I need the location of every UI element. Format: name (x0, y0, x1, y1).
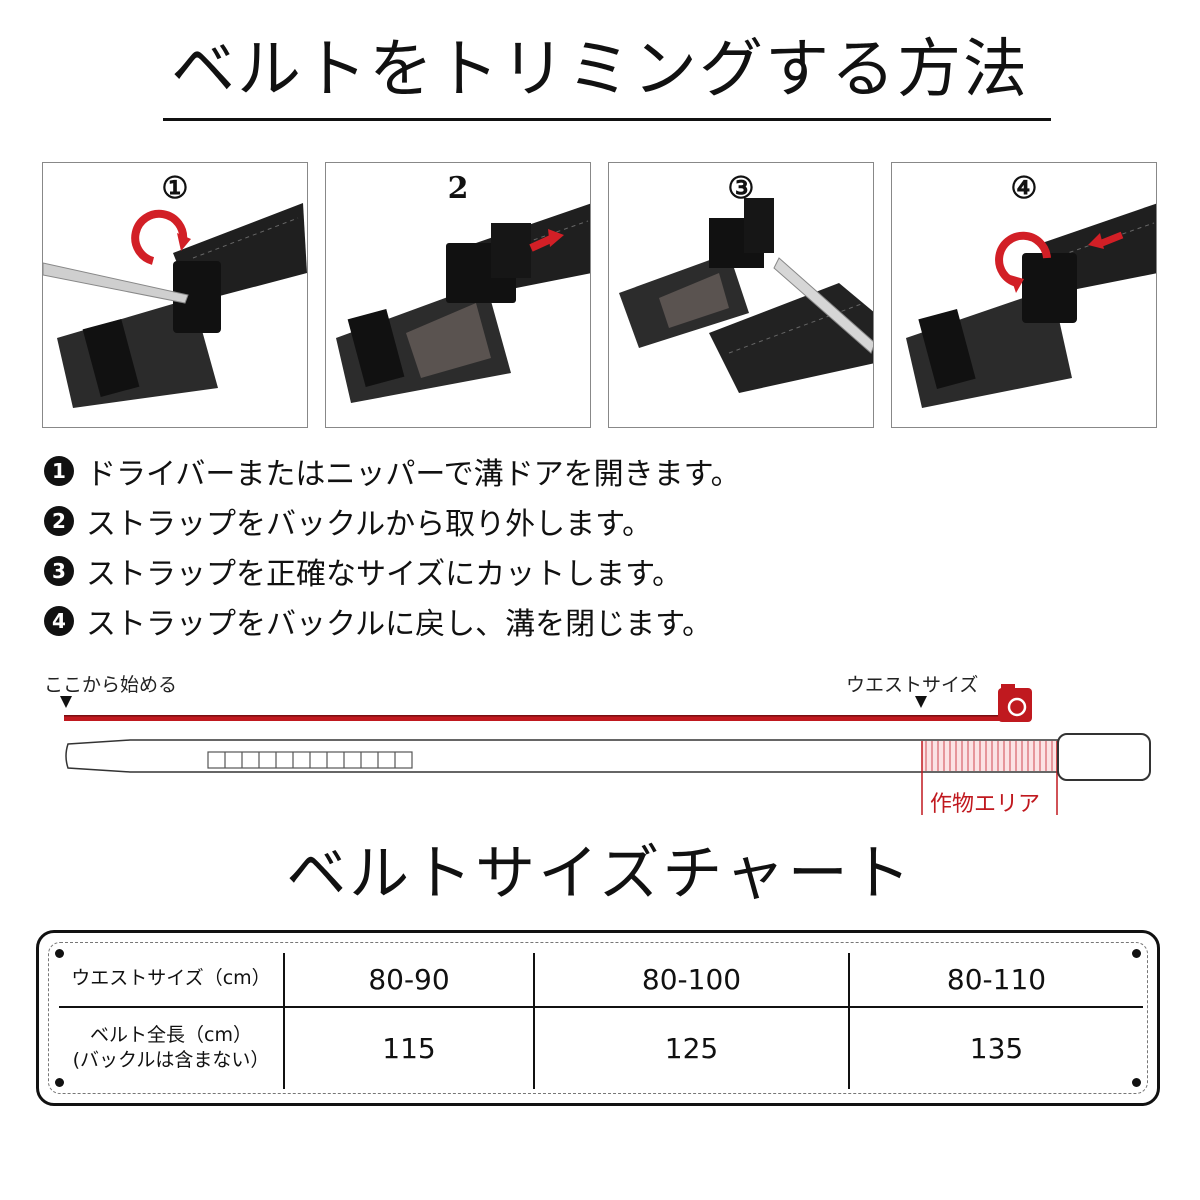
title-underline (163, 118, 1051, 121)
belt-measure-diagram (60, 684, 1151, 815)
page-title: ベルトをトリミングする方法 (171, 33, 1029, 107)
instruction-item: 3 ストラップを正確なサイズにカットします。 (44, 546, 741, 596)
instruction-text: ストラップをバックルに戻し、溝を閉じます。 (86, 607, 713, 642)
step-3-illustration (619, 198, 873, 393)
step-4-panel: ④ (891, 162, 1157, 428)
waist-size-header: ウエストサイズ（cm） (59, 953, 285, 1008)
step-badge: 4 (44, 606, 74, 636)
table-cell: 125 (534, 1006, 850, 1089)
waist-marker-icon (915, 696, 927, 708)
step-3-number: ③ (727, 171, 755, 206)
table-cell: 80-100 (534, 953, 850, 1008)
belt-ratchet-holes (207, 751, 413, 769)
tape-measure-case-icon (998, 688, 1032, 722)
table-row: ベルト全長（cm） (バックルは含まない） 115 125 135 (59, 1006, 1143, 1089)
table-cell: 80-110 (849, 953, 1143, 1008)
crop-area-hatch (922, 741, 1057, 771)
waist-size-label: ウエストサイズ (846, 674, 979, 696)
table-cell: 115 (284, 1006, 535, 1089)
table-cell: 135 (969, 1031, 1024, 1065)
instruction-text: ストラップをバックルから取り外します。 (86, 507, 653, 542)
card-stitching (48, 942, 1148, 1094)
size-chart-table: ウエストサイズ（cm） 80-90 80-100 80-110 ベルト全長（cm… (59, 953, 1143, 1089)
size-chart-title: ベルトサイズチャート (286, 839, 914, 909)
step-1-panel: ① (42, 162, 308, 428)
step-badge: 1 (44, 456, 74, 486)
step-3-panel: ③ (608, 162, 874, 428)
start-marker-icon (60, 696, 72, 708)
crop-area-label: 作物エリア (930, 792, 1041, 817)
instruction-text: ドライバーまたはニッパーで溝ドアを開きます。 (86, 457, 741, 492)
instruction-item: 2 ストラップをバックルから取り外します。 (44, 496, 741, 546)
buckle (1057, 733, 1151, 781)
start-label: ここから始める (44, 674, 178, 696)
step-2-illustration (336, 203, 590, 403)
step-4-number: ④ (1010, 171, 1038, 206)
instruction-list: 1 ドライバーまたはニッパーで溝ドアを開きます。 2 ストラップをバックルから取… (44, 446, 741, 646)
step-2-number: 2 (447, 171, 469, 206)
step-1-illustration (43, 203, 307, 408)
step-4-illustration (906, 203, 1156, 408)
table-row: ウエストサイズ（cm） 80-90 80-100 80-110 (59, 953, 1143, 1008)
table-cell: 80-90 (284, 953, 535, 1008)
step-1-number: ① (161, 171, 189, 206)
rivet-icon (1132, 1078, 1141, 1087)
step-badge: 2 (44, 506, 74, 536)
instruction-text: ストラップを正確なサイズにカットします。 (86, 557, 683, 592)
step-2-panel: 2 (325, 162, 591, 428)
belt-length-header: ベルト全長（cm） (バックルは含まない） (59, 1006, 285, 1089)
belt-strap (65, 739, 1063, 773)
tape-measure (64, 715, 1004, 721)
instruction-item: 4 ストラップをバックルに戻し、溝を閉じます。 (44, 596, 741, 646)
step-badge: 3 (44, 556, 74, 586)
instruction-item: 1 ドライバーまたはニッパーで溝ドアを開きます。 (44, 446, 741, 496)
size-chart-card: ウエストサイズ（cm） 80-90 80-100 80-110 ベルト全長（cm… (36, 930, 1160, 1106)
